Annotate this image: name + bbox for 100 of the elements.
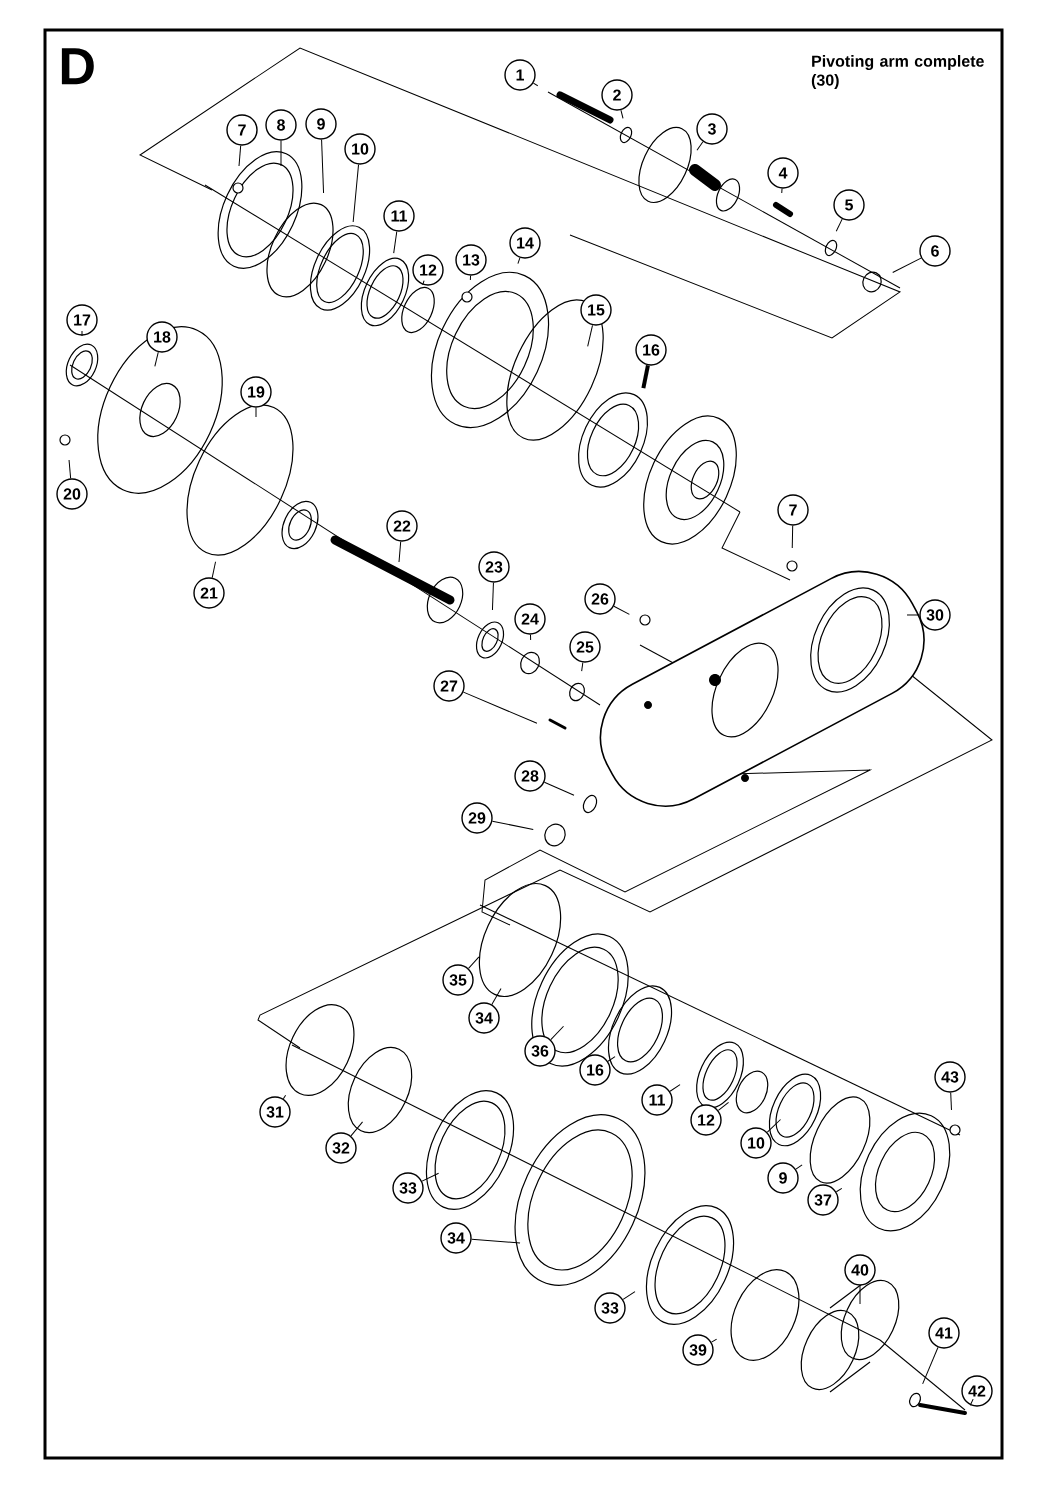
callout-number: 31 [259, 1096, 291, 1128]
callout-number: 29 [461, 802, 493, 834]
leader-line [282, 1094, 287, 1100]
leader-line [669, 1084, 681, 1092]
leader-line [906, 614, 920, 616]
callout-number: 9 [767, 1162, 799, 1194]
leader-line [622, 1291, 636, 1300]
callout-number: 7 [226, 114, 258, 146]
leader-line [491, 987, 502, 1005]
callout-number: 35 [442, 964, 474, 996]
callout-number: 9 [305, 108, 337, 140]
leader-line [469, 275, 471, 281]
leader-line [532, 82, 539, 87]
callout-number: 33 [594, 1292, 626, 1324]
leader-line [393, 231, 398, 254]
leader-line [350, 1121, 364, 1137]
callout-number: 7 [777, 494, 809, 526]
callout-number: 16 [635, 334, 667, 366]
callout-number: 36 [524, 1035, 556, 1067]
callout-number: 30 [919, 599, 951, 631]
callout-number: 12 [690, 1104, 722, 1136]
callout-number: 39 [682, 1334, 714, 1366]
callout-number: 4 [767, 157, 799, 189]
leader-line [255, 407, 257, 418]
callout-number: 22 [386, 510, 418, 542]
callout-number: 32 [325, 1132, 357, 1164]
callout-number: 13 [455, 244, 487, 276]
leader-line [154, 351, 159, 367]
callout-number: 8 [265, 109, 297, 141]
leader-line [607, 1056, 616, 1062]
leader-line [422, 280, 425, 286]
callout-number: 5 [833, 189, 865, 221]
callout-number: 23 [478, 551, 510, 583]
leader-line [81, 330, 83, 337]
leader-line [581, 662, 584, 672]
callout-number: 33 [392, 1172, 424, 1204]
callout-number: 27 [433, 670, 465, 702]
callout-number: 28 [514, 760, 546, 792]
leader-line [892, 257, 922, 274]
leader-line [859, 1285, 861, 1305]
callout-number: 10 [344, 133, 376, 165]
leader-line [491, 820, 534, 831]
callout-number: 16 [579, 1054, 611, 1086]
leader-line [280, 140, 282, 167]
leader-line [641, 365, 650, 389]
leader-line [550, 1025, 565, 1041]
leader-line [491, 582, 494, 611]
callout-number: 10 [740, 1127, 772, 1159]
leader-line [321, 139, 325, 194]
leader-line [530, 634, 532, 641]
callout-number: 25 [569, 631, 601, 663]
leader-line [711, 1338, 718, 1343]
callout-number: 34 [468, 1002, 500, 1034]
leader-line [398, 541, 402, 563]
leader-line [471, 1238, 521, 1244]
leader-line [717, 1101, 730, 1111]
leader-line [462, 691, 538, 724]
leader-line [969, 1398, 974, 1406]
leader-line [421, 1172, 440, 1182]
leader-line [766, 1119, 782, 1133]
section-letter: D [61, 48, 94, 85]
callout-number: 20 [56, 478, 88, 510]
callout-number: 15 [580, 294, 612, 326]
callout-number: 11 [383, 200, 415, 232]
callout-number: 12 [412, 254, 444, 286]
callout-number: 21 [193, 577, 225, 609]
callout-number: 42 [961, 1375, 993, 1407]
leader-line [950, 1092, 952, 1111]
callout-number: 1 [504, 59, 536, 91]
leader-line [922, 1346, 939, 1385]
callout-number: 2 [601, 79, 633, 111]
callout-number: 6 [919, 235, 951, 267]
leader-line [696, 141, 704, 151]
leader-line [517, 257, 521, 265]
leader-line [781, 188, 783, 194]
leader-line [238, 145, 242, 167]
leader-line [835, 1187, 843, 1193]
leader-line [620, 109, 624, 119]
callout-number: 40 [844, 1254, 876, 1286]
callout-number: 24 [514, 603, 546, 635]
title: Pivoting arm complete (30) [811, 55, 984, 89]
leader-line [543, 781, 575, 796]
callout-number: 11 [641, 1084, 673, 1116]
callout-number: 18 [146, 321, 178, 353]
leader-line [68, 459, 72, 479]
callout-number: 17 [66, 304, 98, 336]
callout-number: 3 [696, 113, 728, 145]
leader-line [795, 1164, 803, 1170]
callout-number: 26 [584, 583, 616, 615]
callout-number: 19 [240, 376, 272, 408]
leader-line [613, 605, 630, 615]
callout-number: 41 [928, 1317, 960, 1349]
callout-number: 34 [440, 1222, 472, 1254]
callout-number: 43 [934, 1061, 966, 1093]
callout-number: 14 [509, 227, 541, 259]
leader-line [587, 324, 593, 347]
leader-line [835, 218, 843, 232]
leader-line [468, 956, 480, 969]
leader-line [791, 525, 794, 549]
leader-line [352, 164, 360, 223]
